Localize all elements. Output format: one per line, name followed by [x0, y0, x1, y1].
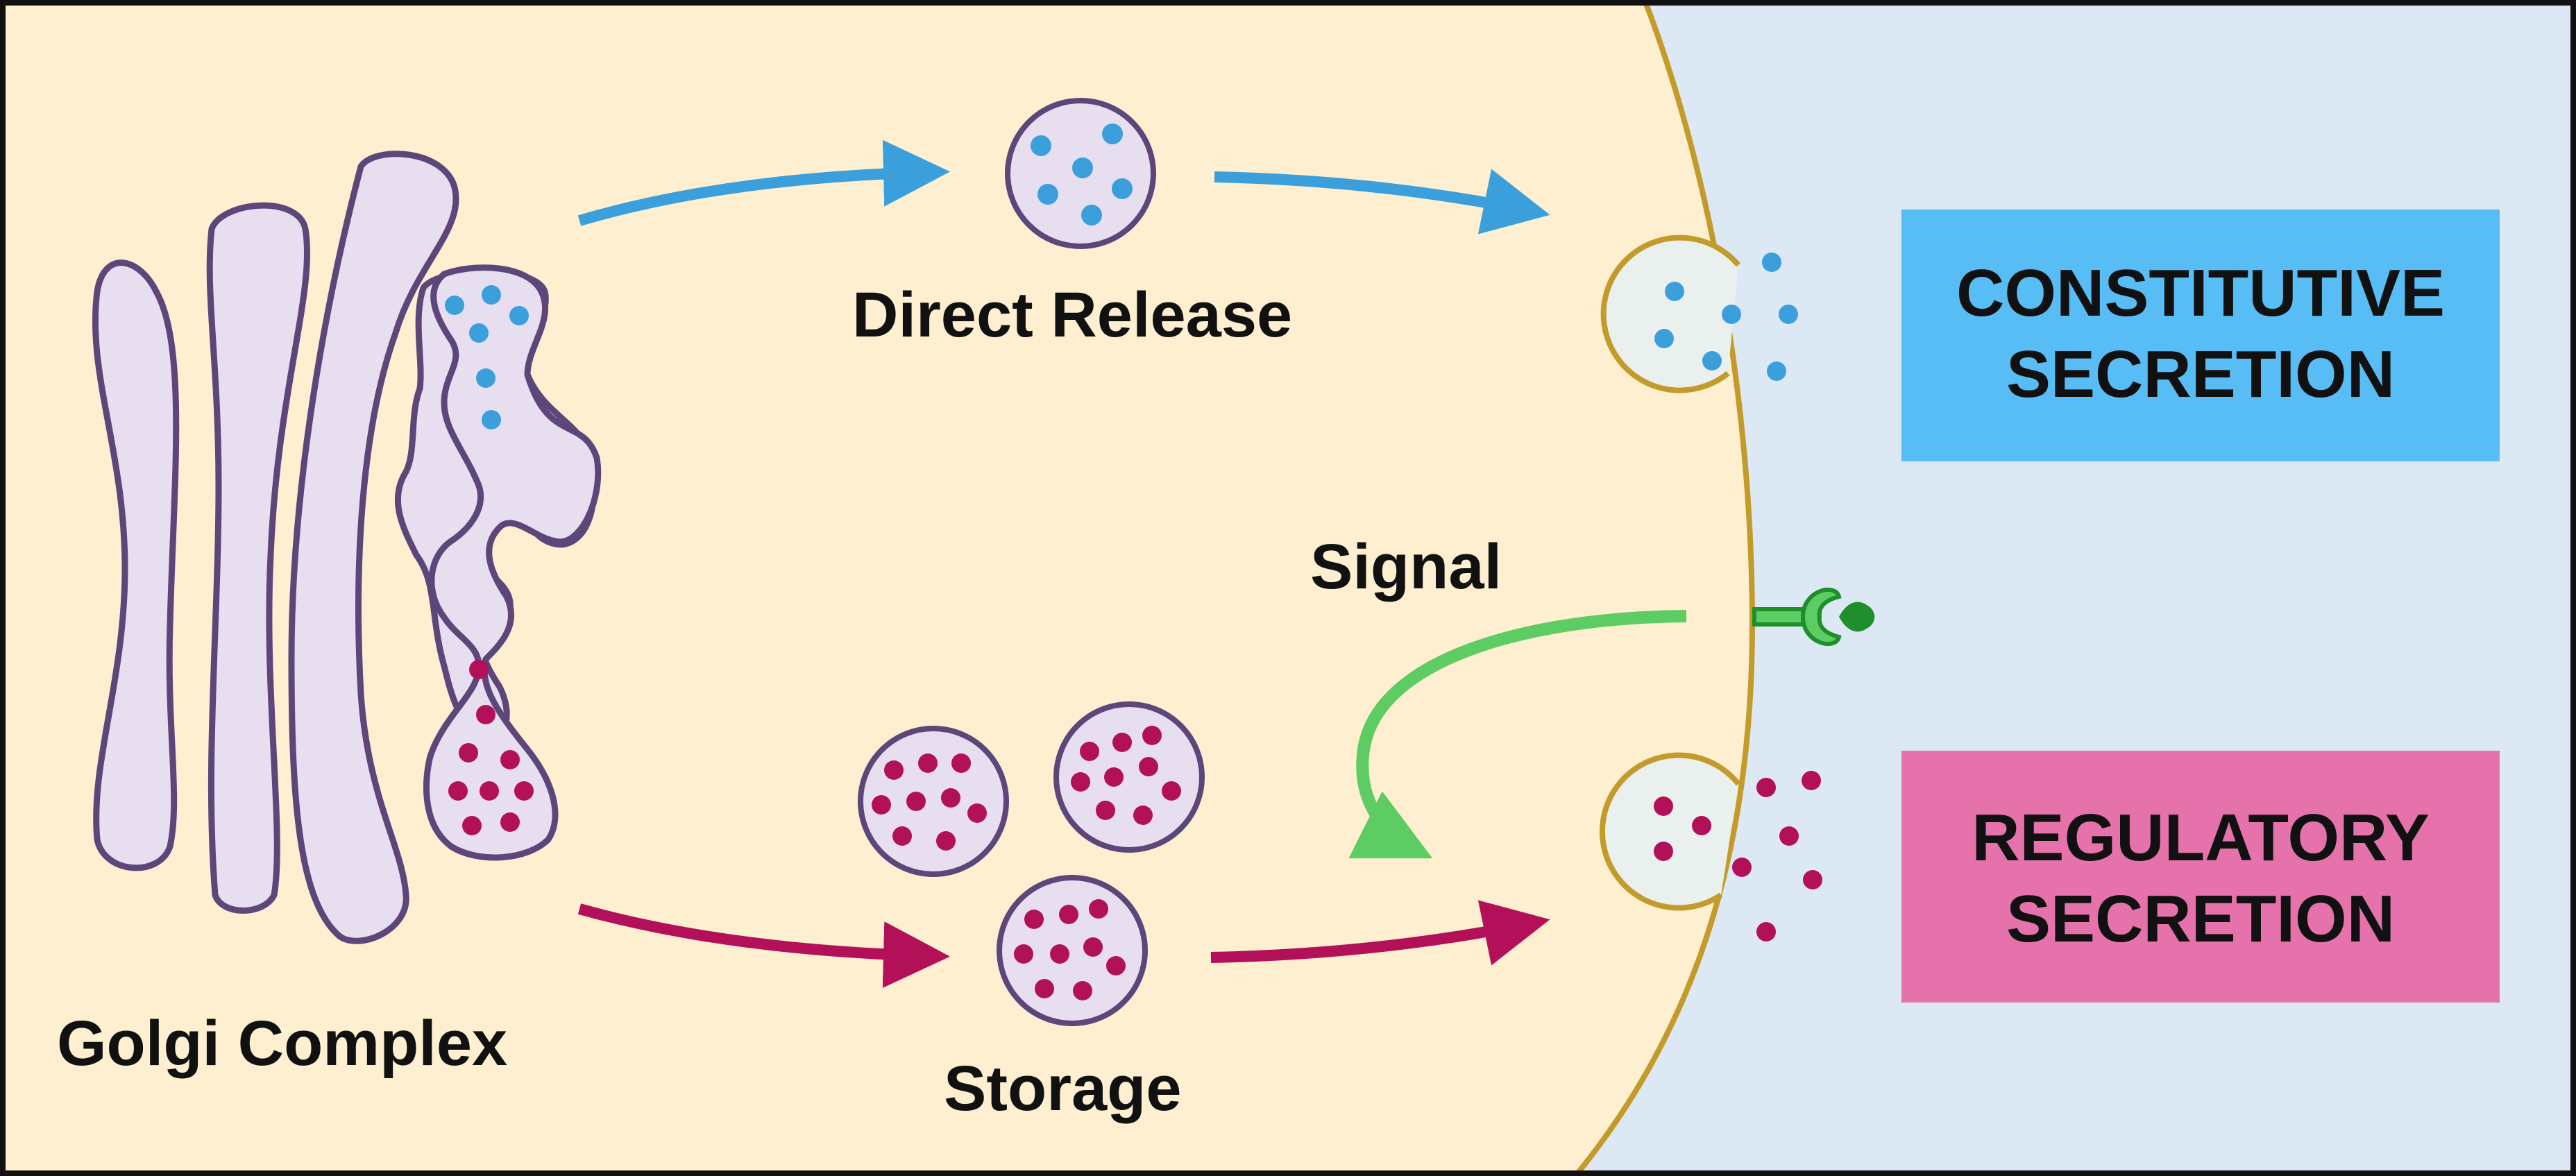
signal-receptor — [1752, 588, 1875, 646]
golgi-vesicle-bud — [423, 264, 602, 861]
regulatory-secretion-line2: SECRETION — [2006, 882, 2395, 956]
storage-label: Storage — [944, 1053, 1182, 1124]
constitutive-secretion-box: CONSTITUTIVE SECRETION — [1901, 210, 2500, 461]
storage-granule-1 — [858, 726, 1009, 877]
golgi-magenta-cargo — [448, 660, 534, 835]
signal-arrow — [1348, 610, 1687, 859]
golgi-complex — [92, 151, 602, 944]
regulatory-secretion-line1: REGULATORY — [1972, 801, 2430, 875]
regulatory-secretion-box: REGULATORY SECRETION — [1901, 751, 2500, 1003]
storage-arrow-2 — [1210, 900, 1550, 966]
constitutive-vesicle — [1005, 98, 1156, 249]
direct-release-arrow-1 — [577, 139, 950, 226]
storage-granule-3 — [997, 875, 1148, 1026]
constitutive-exocytosis-vesicle — [1600, 235, 1798, 393]
golgi-cisterna-3 — [288, 151, 459, 944]
golgi-cisterna-2 — [206, 202, 311, 914]
direct-release-arrow-2 — [1214, 169, 1550, 235]
constitutive-secretion-line1: CONSTITUTIVE — [1956, 256, 2445, 330]
golgi-blue-cargo — [445, 285, 529, 429]
storage-arrow-1 — [577, 903, 950, 989]
signal-label: Signal — [1310, 531, 1502, 602]
constitutive-secretion-line2: SECRETION — [2006, 337, 2395, 411]
direct-release-label: Direct Release — [852, 280, 1292, 350]
storage-granule-2 — [1053, 701, 1205, 853]
regulatory-exocytosis-vesicle — [1600, 752, 1822, 941]
golgi-complex-label: Golgi Complex — [57, 1008, 507, 1079]
golgi-cisterna-1 — [92, 259, 180, 871]
